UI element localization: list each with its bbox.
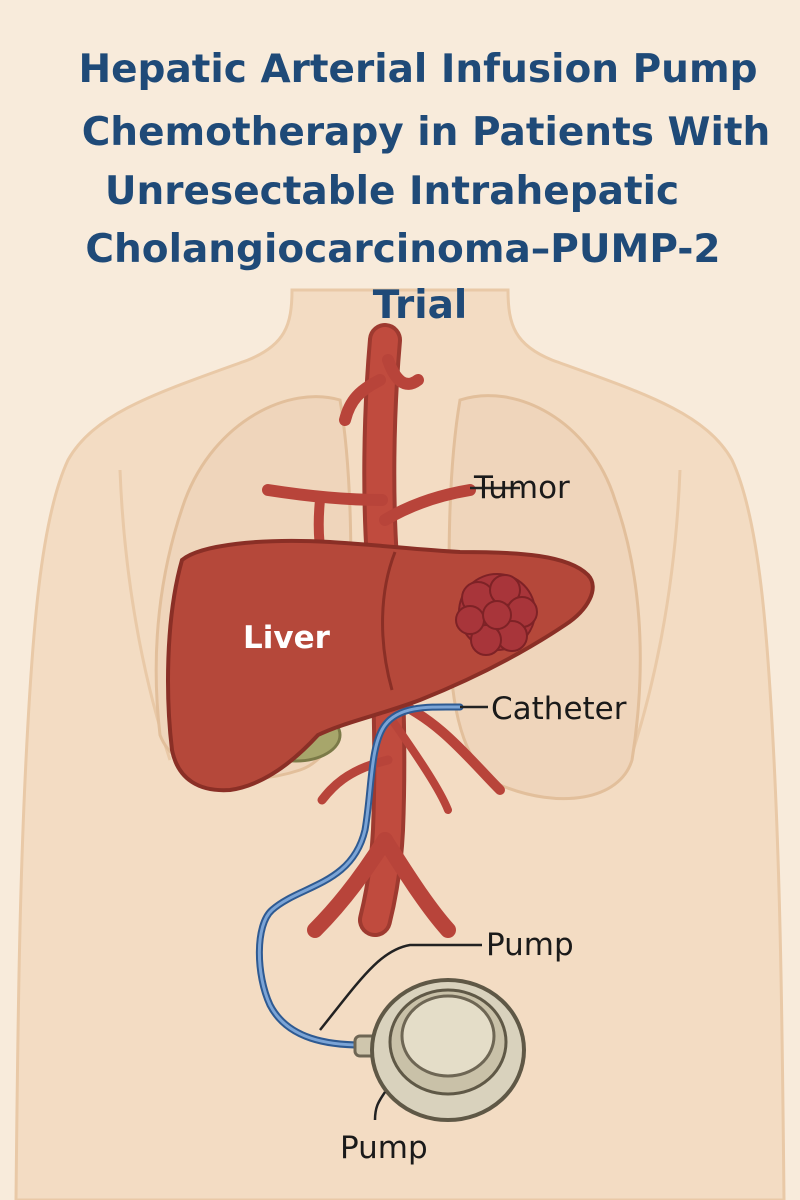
pump-label-upper: Pump [486, 927, 574, 963]
pump-label-lower: Pump [340, 1130, 428, 1166]
title-line-4: Cholangiocarcinoma–PUMP-2 [85, 227, 720, 272]
catheter-label: Catheter [491, 691, 627, 727]
tumor-label: Tumor [473, 470, 570, 506]
title-line-5: Trial [373, 283, 468, 328]
title-line-3: Unresectable Intrahepatic [105, 169, 679, 214]
liver-label: Liver [243, 620, 331, 656]
title-line-1: Hepatic Arterial Infusion Pump [78, 47, 757, 92]
title-line-2: Chemotherapy in Patients With [82, 110, 771, 155]
